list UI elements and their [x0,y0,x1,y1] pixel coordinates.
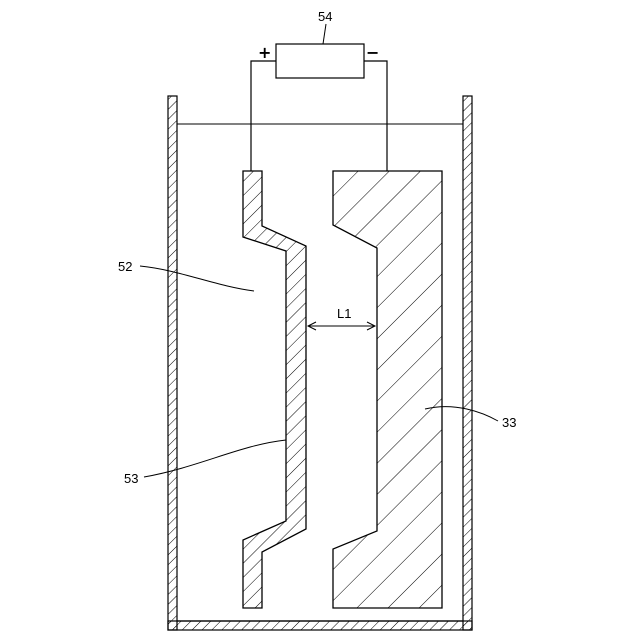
left-electrode [243,171,306,608]
gap-label: L1 [337,306,351,321]
left-surface-label: 53 [124,471,138,486]
vessel-right-wall [463,96,472,630]
negative-wire [364,61,387,171]
right-electrode-label: 33 [502,415,516,430]
gap-dimension: L1 [308,306,375,330]
positive-terminal-sign: + [258,43,271,62]
power-circuit: 54 + − [251,9,387,171]
negative-terminal-sign: − [366,43,379,62]
power-label-leader [323,24,326,44]
left-electrode-label: 52 [118,259,132,274]
positive-wire [251,61,276,171]
vessel-left-wall [168,96,177,630]
left-electrode-leader [140,266,254,291]
left-surface-leader [144,440,286,477]
vessel-bottom [168,621,472,630]
power-source-box [276,44,364,78]
power-source-label: 54 [318,9,332,24]
right-electrode [333,171,442,608]
